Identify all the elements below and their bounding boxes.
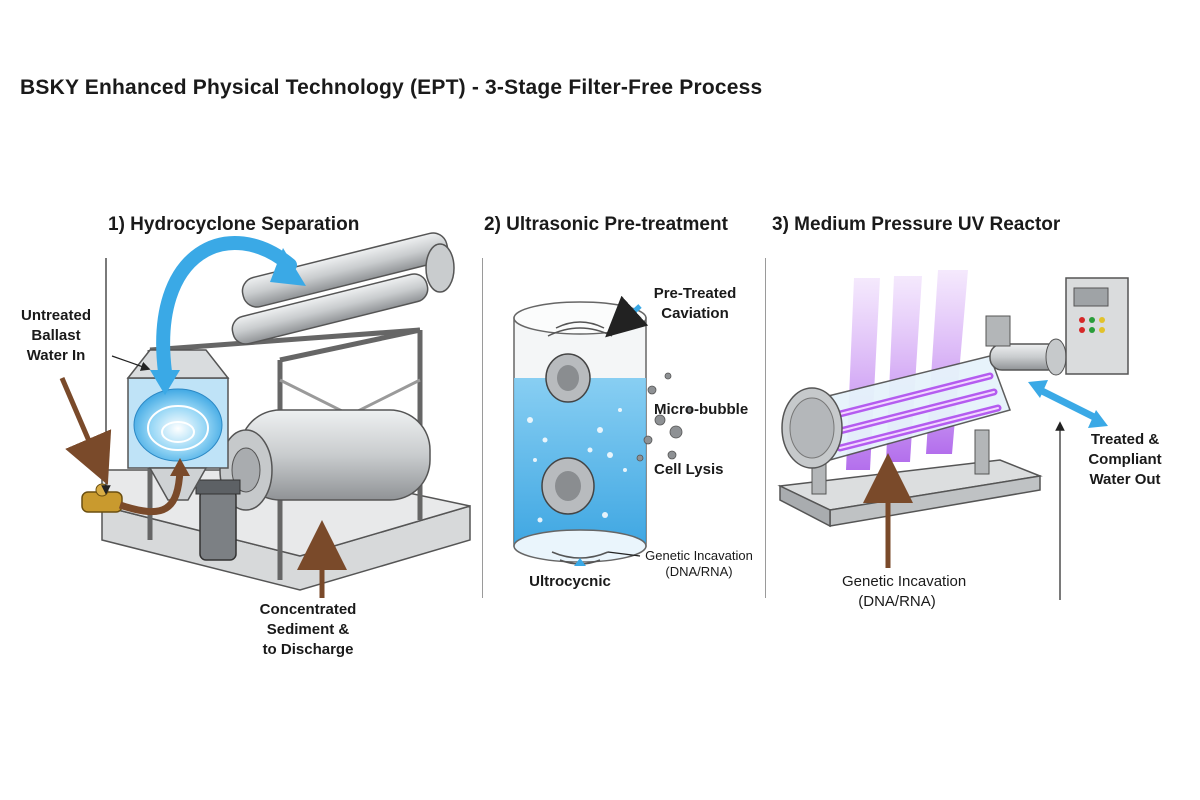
cell-lysis-label: Cell Lysis xyxy=(654,461,724,478)
page-title: BSKY Enhanced Physical Technology (EPT) … xyxy=(20,76,763,99)
ultrocycnic-label: Ultrocycnic xyxy=(529,573,611,590)
stage-3-title: 3) Medium Pressure UV Reactor xyxy=(772,214,1061,235)
genetic-label-stage3: Genetic Incavation (DNA/RNA) xyxy=(842,573,967,610)
stage-2-title: 2) Ultrasonic Pre-treatment xyxy=(484,214,728,235)
inlet-arrow xyxy=(59,377,112,485)
microbubble-label: Micro-bubble xyxy=(654,401,749,418)
outlet-arrow xyxy=(1038,386,1098,422)
caviation-label: Pre-Treated Caviation xyxy=(653,285,737,322)
caviation-arrow xyxy=(605,295,649,338)
genetic-label-stage2: Genetic Incavation (DNA/RNA) xyxy=(645,548,753,579)
outlet-label: Treated & Compliant Water Out xyxy=(1088,431,1162,488)
sediment-label: Concentrated Sediment & to Discharge xyxy=(259,601,357,658)
ultrasonic-cylinder xyxy=(513,301,694,566)
stage-divider-2 xyxy=(765,258,766,598)
stage-1-title: 1) Hydrocyclone Separation xyxy=(108,214,360,235)
inlet-label: Untreated Ballast Water In xyxy=(20,307,91,364)
stage-divider-1 xyxy=(482,258,483,598)
hydrocyclone-skid xyxy=(81,232,471,591)
uv-reactor xyxy=(777,270,1129,528)
